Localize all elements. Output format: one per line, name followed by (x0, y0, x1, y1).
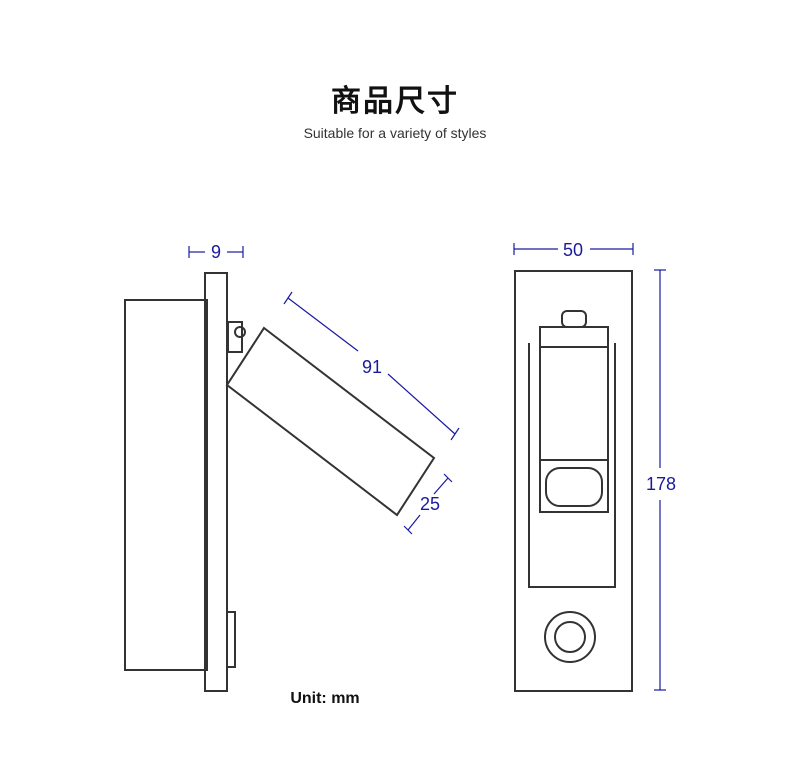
page-subtitle: Suitable for a variety of styles (303, 125, 487, 141)
front-view-lens (545, 467, 603, 507)
side-view-plate (204, 272, 228, 692)
dimension-label-thickness: 9 (211, 242, 221, 262)
side-view-tab (226, 611, 236, 668)
dimension-label-width: 50 (563, 240, 583, 260)
front-view-plate (514, 270, 633, 692)
front-view-switch-inner (554, 621, 586, 653)
front-view-lens-housing (539, 459, 609, 513)
front-view-head-cap (539, 326, 609, 348)
side-view-spotlight-arm (225, 326, 436, 517)
dimension-label-height: 178 (646, 474, 676, 494)
side-view-body (124, 299, 208, 671)
unit-label: Unit: mm (290, 690, 359, 707)
side-view-pivot-knob (234, 326, 246, 338)
dimension-label-head-diameter: 25 (420, 494, 440, 514)
front-view-pivot (561, 310, 587, 328)
page-title: 商品尺寸 (331, 84, 459, 119)
front-view-arm (528, 343, 616, 588)
dimension-label-arm-length: 91 (362, 357, 382, 377)
front-view-switch-outer (544, 611, 596, 663)
